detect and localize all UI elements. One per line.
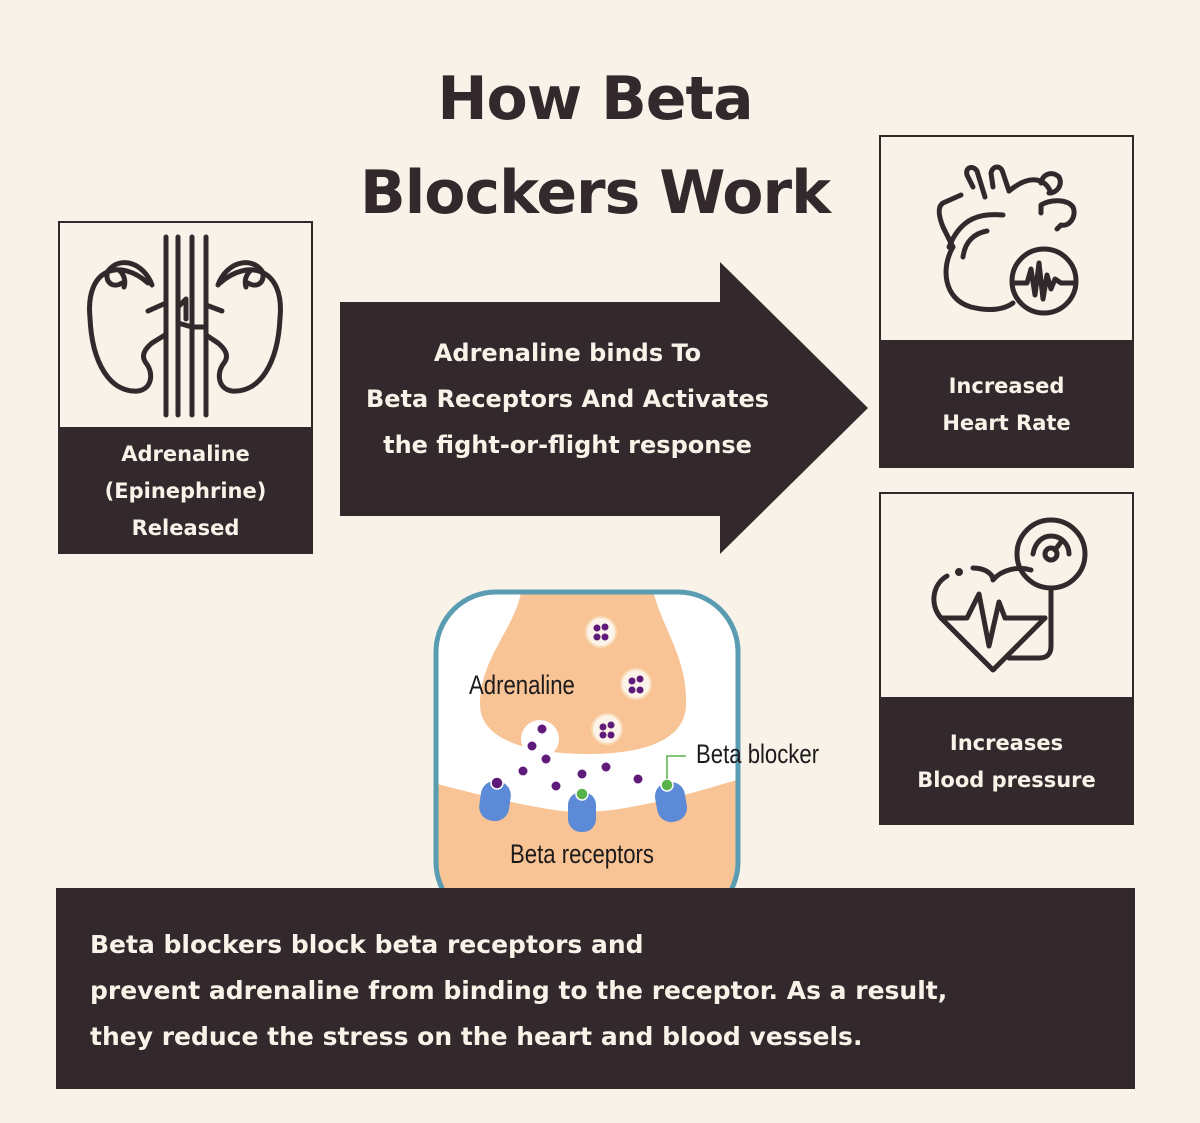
presynaptic-terminal [480, 592, 687, 754]
adrenaline-released-card: Adrenaline (Epinephrine) Released [58, 221, 313, 554]
adrenaline-molecules [518, 623, 644, 791]
receptor [568, 792, 596, 832]
arrow-shape [340, 262, 868, 554]
label-line: Adrenaline [121, 442, 250, 466]
label-line: Increased [948, 374, 1065, 398]
heart-blood-pressure-gauge-icon [931, 517, 1088, 673]
vesicle [591, 713, 623, 745]
process-arrow [340, 262, 868, 554]
beta-blocker-pointer [666, 755, 686, 779]
beta-receptors-label: Beta receptors [510, 839, 654, 869]
receptor [654, 781, 688, 823]
vesicles [585, 616, 652, 745]
title-line-2: Blockers Work [359, 158, 831, 228]
summary-line: Beta blockers block beta receptors and [90, 930, 644, 959]
heart-ecg-icon [936, 164, 1079, 316]
receptor [479, 780, 511, 822]
label-line: Released [131, 516, 240, 540]
synapse-illustration: Adrenaline Beta blocker Beta receptors [430, 586, 850, 925]
beta-blocker-label: Beta blocker [696, 739, 820, 769]
adrenaline-icon-box [58, 221, 313, 429]
adrenaline-bound [490, 776, 504, 790]
summary-line: prevent adrenaline from binding to the r… [90, 976, 948, 1005]
summary-line: they reduce the stress on the heart and … [90, 1022, 863, 1051]
heart-rate-icon-box [879, 135, 1134, 342]
blood-pressure-card: Increases Blood pressure [879, 492, 1134, 825]
title-line-1: How Beta [437, 64, 753, 134]
arrow-line: Beta Receptors And Activates [365, 385, 770, 413]
kidneys-adrenal-icon [87, 234, 283, 418]
label-line: Blood pressure [917, 768, 1096, 792]
heart-rate-card: Increased Heart Rate [879, 135, 1134, 468]
vesicle [585, 616, 617, 648]
page-title: How Beta Blockers Work [300, 52, 890, 240]
synapse-diagram [433, 589, 741, 925]
heart-rate-label: Increased Heart Rate [879, 342, 1134, 468]
beta-blocker-molecule [660, 778, 674, 792]
beta-receptors [479, 780, 688, 832]
label-line: Increases [949, 731, 1064, 755]
blood-pressure-label: Increases Blood pressure [879, 699, 1134, 825]
arrow-text: Adrenaline binds To Beta Receptors And A… [340, 330, 795, 468]
label-line: (Epinephrine) [104, 479, 267, 503]
blood-pressure-icon-box [879, 492, 1134, 699]
arrow-line: the fight-or-flight response [383, 431, 752, 459]
beta-blocker-molecule [575, 787, 589, 801]
label-line: Heart Rate [942, 411, 1071, 435]
vesicle [620, 668, 652, 700]
adrenaline-released-label: Adrenaline (Epinephrine) Released [58, 429, 313, 554]
summary-box: Beta blockers block beta receptors and p… [56, 888, 1135, 1089]
arrow-line: Adrenaline binds To [433, 339, 702, 367]
adrenaline-label: Adrenaline [469, 670, 575, 700]
